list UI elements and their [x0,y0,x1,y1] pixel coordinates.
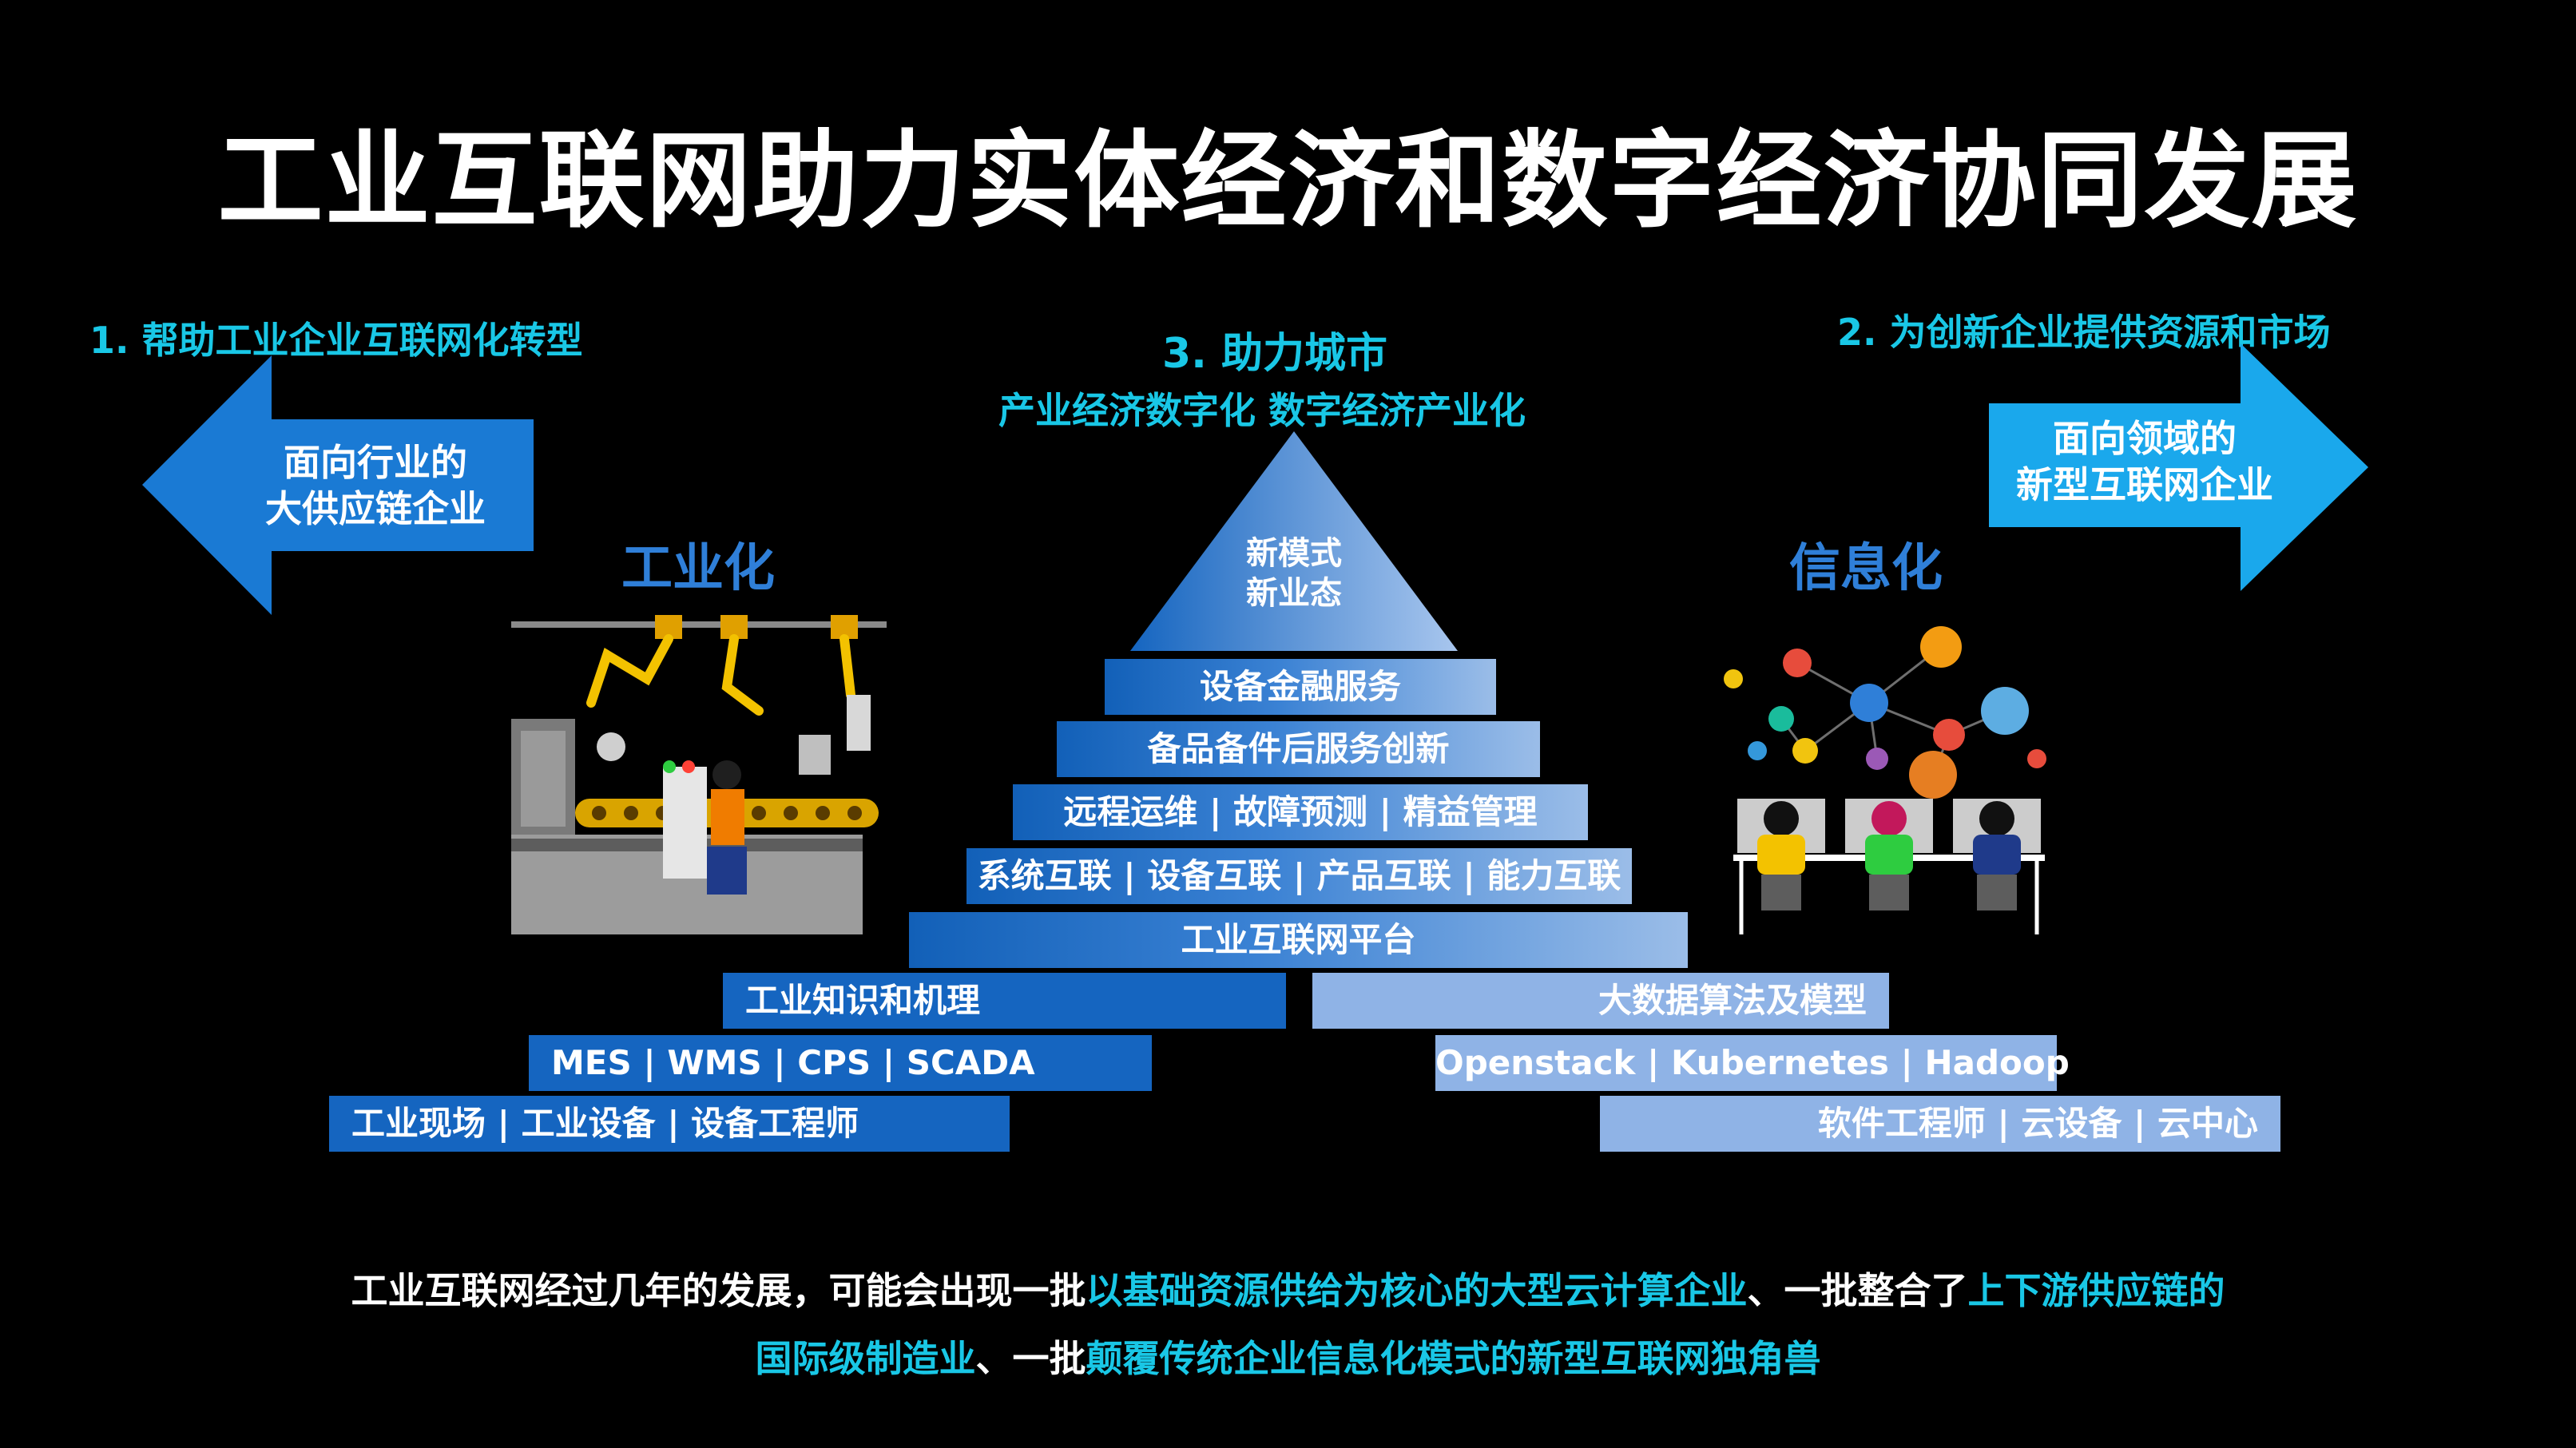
center-subheading: 产业经济数字化 数字经济产业化 [998,389,1526,432]
center-heading: 3. 助力城市 [1162,330,1388,378]
right-heading: 2. 为创新企业提供资源和市场 [1837,311,2331,354]
left-heading: 1. 帮助工业企业互联网化转型 [89,319,583,362]
pyramid-layer-1: 设备金融服务 [1105,659,1496,715]
pyramid-layer-5: 工业互联网平台 [909,912,1688,968]
left-arrow-icon [142,355,534,615]
industrial-stack-2: MES | WMS | CPS | SCADA [529,1035,1152,1091]
section-informatization: 信息化 [1789,539,1943,598]
factory-robot-arms-illustration [511,615,887,934]
bottom-text-line-2: 国际级制造业、一批颠覆传统企业信息化模式的新型互联网独角兽 [755,1337,1821,1380]
it-stack-2: Openstack | Kubernetes | Hadoop [1435,1035,2070,1091]
it-stack-3: 软件工程师 | 云设备 | 云中心 [1600,1096,2280,1152]
page-title: 工业互联网助力实体经济和数字经济协同发展 [217,120,2359,243]
pyramid-layer-4: 系统互联 | 设备互联 | 产品互联 | 能力互联 [966,848,1632,904]
network-apps-illustration [1724,626,2046,934]
section-industrialization: 工业化 [621,539,775,598]
left-arrow-label: 面向行业的大供应链企业 [265,441,486,530]
bottom-text-line-1: 工业互联网经过几年的发展，可能会出现一批以基础资源供给为核心的大型云计算企业、一… [351,1269,2225,1312]
right-arrow-label: 面向领域的新型互联网企业 [2016,417,2273,506]
industrial-stack-1: 工业知识和机理 [723,973,1286,1029]
right-arrow-icon [1989,343,2368,591]
pyramid-layer-2: 备品备件后服务创新 [1057,721,1540,777]
pyramid-layer-3: 远程运维 | 故障预测 | 精益管理 [1013,784,1588,840]
it-stack-1: 大数据算法及模型 [1312,973,1889,1029]
pyramid-peak-icon [1130,431,1458,651]
pyramid-peak-label: 新模式新业态 [1246,535,1342,612]
industrial-stack-3: 工业现场 | 工业设备 | 设备工程师 [329,1096,1010,1152]
